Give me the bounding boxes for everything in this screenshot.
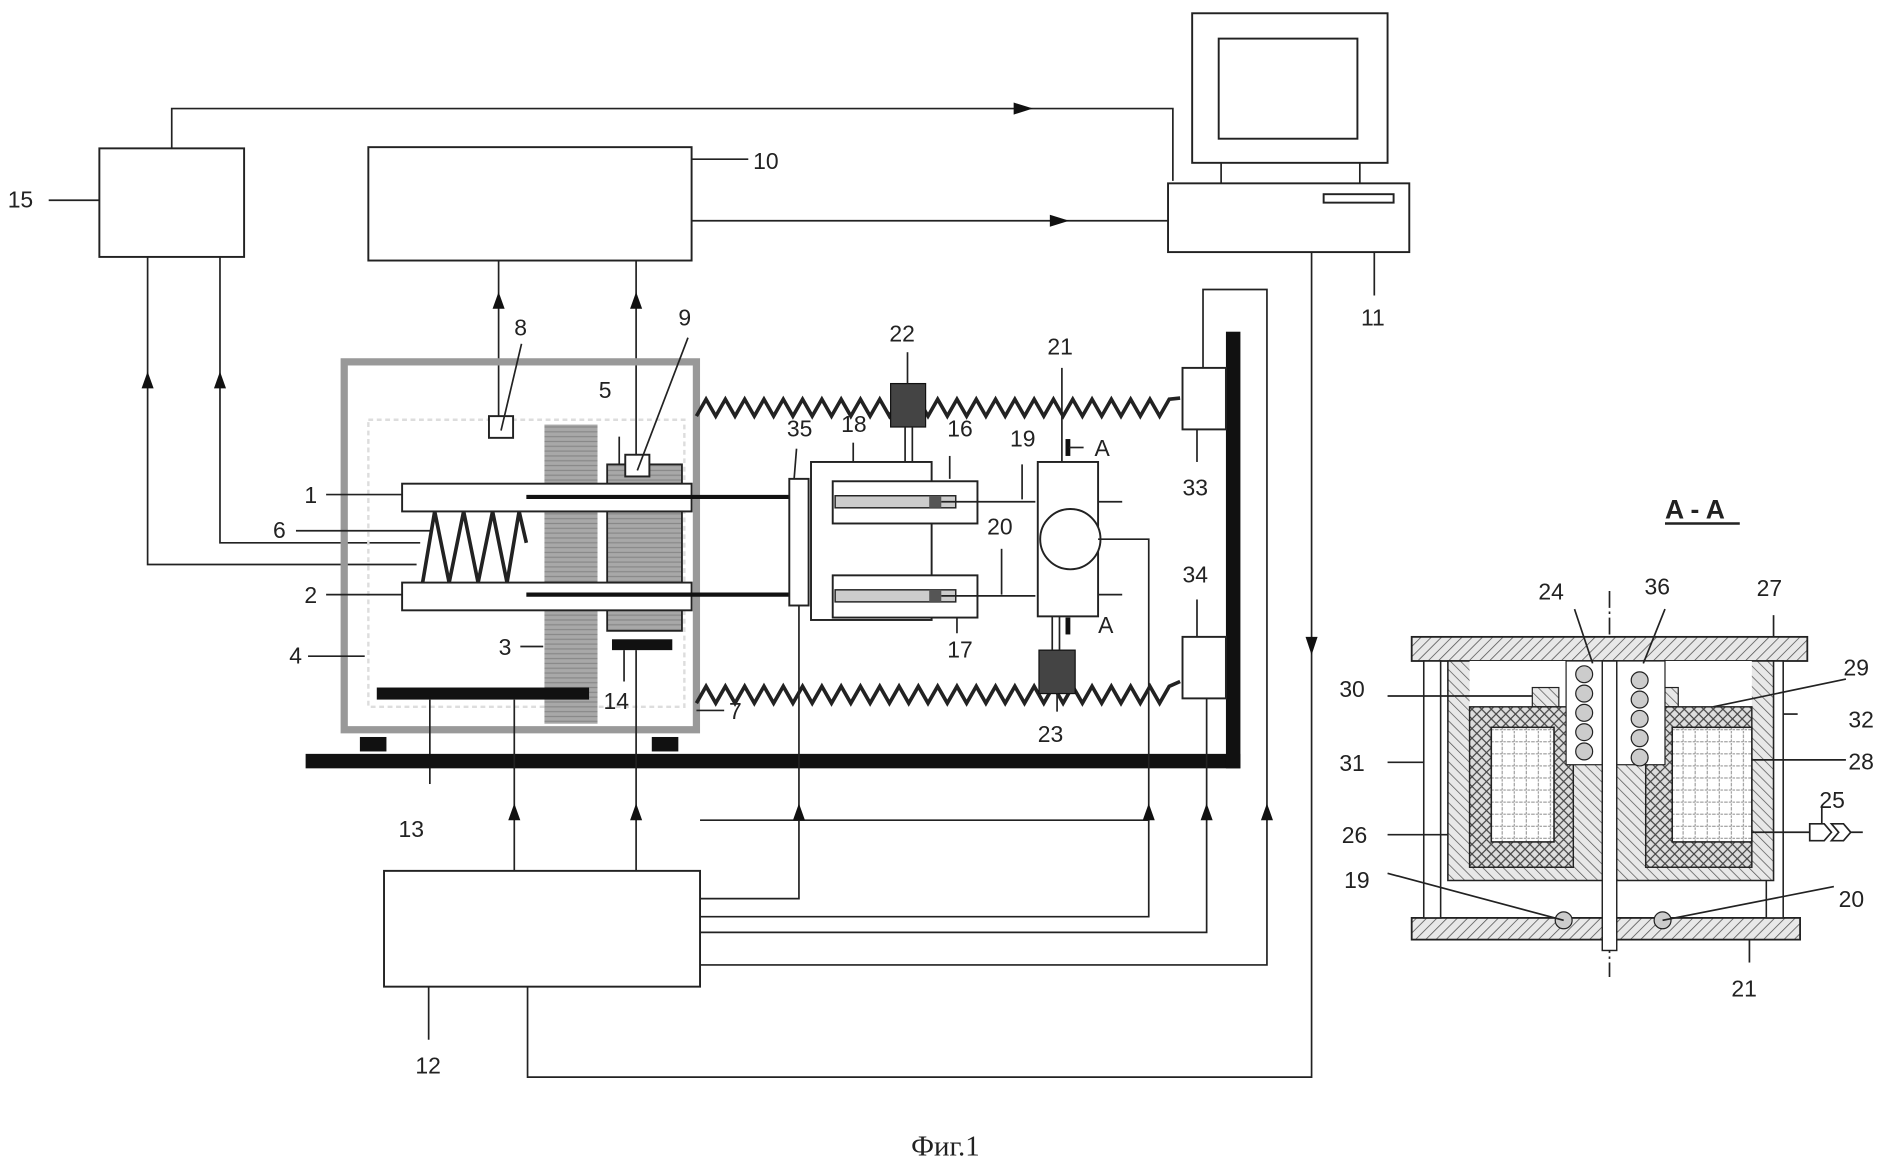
arrow-icon (1014, 103, 1033, 115)
label-6: 6 (273, 517, 286, 543)
label-20-section: 20 (1839, 886, 1864, 912)
label-21-section: 21 (1731, 975, 1756, 1001)
spring-6 (423, 511, 527, 582)
label-21: 21 (1047, 334, 1072, 360)
label-29: 29 (1844, 654, 1869, 680)
label-19: 19 (1010, 425, 1035, 451)
block-35 (789, 479, 808, 606)
label-12: 12 (415, 1053, 440, 1079)
sensor-9 (625, 455, 649, 477)
base-frame (306, 754, 1241, 768)
top-plate-27 (1412, 637, 1808, 661)
label-18: 18 (841, 411, 866, 437)
label-16: 16 (947, 416, 972, 442)
block-15: 15 (8, 148, 244, 257)
label-34: 34 (1183, 562, 1209, 588)
label-11: 11 (1361, 305, 1385, 331)
block-34 (1183, 637, 1226, 699)
electrode-2: 2 (304, 582, 796, 610)
section-a-a: A - A (1339, 495, 1873, 1002)
block-33 (1183, 368, 1226, 430)
block-12: 12 (384, 871, 700, 1079)
label-2: 2 (304, 582, 317, 608)
section-marker-top: A (1094, 435, 1110, 461)
mass-23 (1039, 650, 1075, 693)
label-30: 30 (1339, 676, 1364, 702)
label-15: 15 (8, 186, 33, 212)
section-title: A - A (1665, 495, 1725, 525)
label-32: 32 (1848, 706, 1873, 732)
section-marker-bottom: A (1098, 612, 1114, 638)
label-27: 27 (1757, 575, 1782, 601)
arrow-icon (1050, 215, 1069, 227)
label-14: 14 (604, 688, 630, 714)
label-4: 4 (289, 642, 302, 668)
label-28: 28 (1848, 749, 1873, 775)
label-31: 31 (1339, 750, 1364, 776)
label-3: 3 (499, 634, 512, 660)
label-8: 8 (514, 314, 527, 340)
mass-22 (891, 384, 926, 427)
computer-11: 11 (1168, 13, 1409, 330)
figure-caption: Фиг.1 (911, 1131, 980, 1163)
label-5: 5 (599, 377, 612, 403)
label-13: 13 (398, 816, 423, 842)
spring-bottom (696, 681, 1180, 703)
label-25: 25 (1819, 787, 1844, 813)
label-20: 20 (987, 513, 1012, 539)
label-24: 24 (1538, 578, 1564, 604)
label-23: 23 (1038, 721, 1063, 747)
label-9: 9 (678, 305, 691, 331)
label-19-section: 19 (1344, 867, 1369, 893)
plate-13 (377, 688, 589, 700)
label-1: 1 (304, 482, 317, 508)
label-22: 22 (889, 320, 914, 346)
support-wall (1226, 332, 1240, 769)
label-17: 17 (947, 636, 972, 662)
label-10: 10 (753, 148, 778, 174)
spring-top (696, 398, 1180, 416)
unit-21: 21 A A (1038, 334, 1122, 639)
label-35: 35 (787, 416, 812, 442)
block-10: 10 (368, 147, 778, 260)
label-33: 33 (1183, 475, 1208, 501)
label-26: 26 (1342, 822, 1367, 848)
arrow-icon (1306, 637, 1318, 655)
element-3 (544, 425, 597, 724)
plate-14 (612, 639, 672, 650)
label-36: 36 (1644, 574, 1669, 600)
electrode-1: 1 (304, 482, 796, 511)
